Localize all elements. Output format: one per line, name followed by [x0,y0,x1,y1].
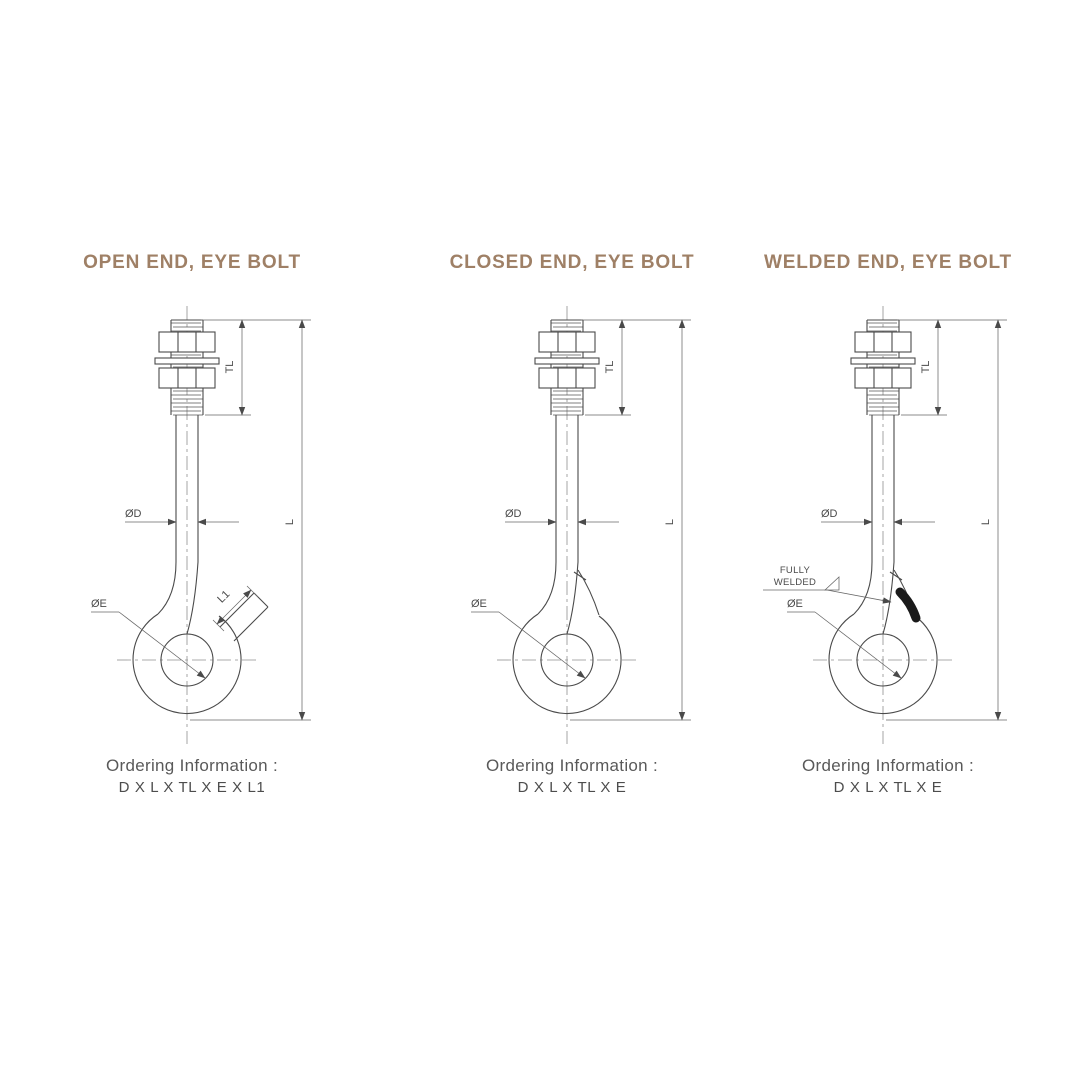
dimension-label-e: ØE [787,598,803,610]
dimension-e: ØE [471,598,586,679]
open-end-drawing: L1 TL L ØD ØE [91,306,311,744]
dimension-label-e: ØE [471,598,487,610]
eye-ring [828,613,938,715]
centerlines [117,306,259,744]
weld-callout: FULLY WELDED [763,565,892,604]
ordering-code: D X L X TL X E [517,779,627,796]
ordering-info-open: Ordering Information : D X L X TL X E X … [32,756,352,796]
washer [850,357,916,365]
dimension-label-l: L [664,519,676,525]
hex-nut-top [158,331,216,353]
title-welded-end: WELDED END, EYE BOLT [764,252,1012,273]
dimension-label-tl: TL [920,361,932,374]
dimension-e: ØE [91,598,206,679]
ordering-code: D X L X TL X E X L1 [118,779,266,796]
title-open-end: OPEN END, EYE BOLT [83,252,301,273]
dimension-label-l1: L1 [215,588,232,605]
ordering-heading: Ordering Information : [486,756,658,775]
closed-end-drawing: TL L ØD ØE [471,306,691,744]
ordering-info-welded: Ordering Information : D X L X TL X E [728,756,1048,796]
ordering-info-closed: Ordering Information : D X L X TL X E [412,756,732,796]
column-welded-end: WELDED END, EYE BOLT [728,252,1048,796]
dimension-tl: TL [581,319,691,416]
hex-nut-bottom [854,367,912,389]
dimension-label-tl: TL [604,361,616,374]
weld-note-line2: WELDED [774,577,816,588]
dimension-label-tl: TL [224,361,236,374]
weld-bead [895,587,921,623]
weld-symbol-icon [824,576,840,591]
closed-end-tip [573,569,600,616]
dimension-l: L [190,319,311,721]
dimension-l: L [886,319,1007,721]
hex-nut-bottom [538,367,596,389]
dimension-label-d: ØD [821,508,838,520]
dimension-label-d: ØD [125,508,142,520]
shank [157,415,199,635]
weld-note-line1: FULLY [780,565,811,576]
dimension-label-l: L [980,519,992,525]
dimension-label-e: ØE [91,598,107,610]
washer [154,357,220,365]
dimension-l: L [570,319,691,721]
washer [534,357,600,365]
ordering-heading: Ordering Information : [106,756,278,775]
column-open-end: OPEN END, EYE BOLT [32,252,352,796]
dimension-d: ØD [125,508,239,526]
column-closed-end: CLOSED END, EYE BOLT [412,252,732,796]
welded-end-drawing: FULLY WELDED TL L ØD ØE [763,306,1007,744]
ordering-code: D X L X TL X E [833,779,943,796]
eye-ring [132,613,242,715]
dimension-e: ØE [787,598,902,679]
dimension-d: ØD [505,508,619,526]
centerlines [497,306,639,744]
hex-nut-bottom [158,367,216,389]
dimension-label-l: L [284,519,296,525]
shank [537,415,579,635]
dimension-tl: TL [897,319,1007,416]
ordering-heading: Ordering Information : [802,756,974,775]
dimension-tl: TL [201,319,311,416]
dimension-d: ØD [821,508,935,526]
title-closed-end: CLOSED END, EYE BOLT [449,252,695,273]
hex-nut-top [854,331,912,353]
centerlines [813,306,955,744]
eye-ring [512,613,622,715]
hex-nut-top [538,331,596,353]
dimension-label-d: ØD [505,508,522,520]
